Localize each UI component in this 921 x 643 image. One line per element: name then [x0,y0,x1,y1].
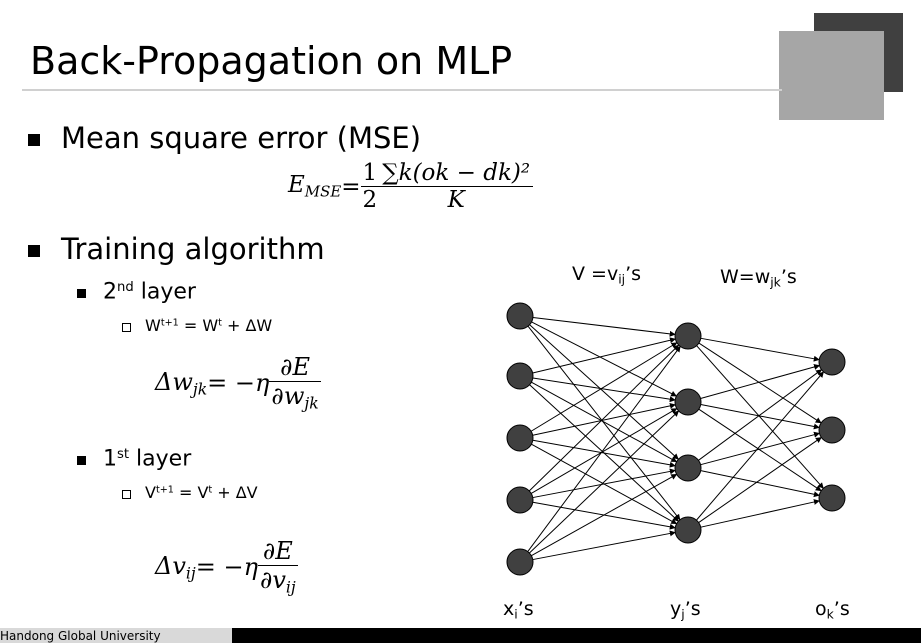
network-edge [532,468,676,499]
input-node [506,548,534,576]
bullet-hollow-square-icon [122,323,131,332]
formula-delta-v: Δvij = −η ∂E ∂vij [155,537,298,597]
hidden-node [674,454,702,482]
formula-mse-equals: = [341,173,361,200]
hidden-node [674,322,702,350]
formula-mse-numerator: ∑k(ok − dk)² [382,160,531,186]
network-edge [529,410,680,554]
network-edge [527,325,681,521]
bullet-square-icon [28,245,40,257]
label-weights-w: W=wjk’s [720,266,797,290]
mlp-network-diagram [506,302,846,576]
input-node [506,424,534,452]
label-hidden-y: yj’s [670,598,701,622]
network-edge [700,431,821,466]
input-node [506,362,534,390]
network-edge [531,473,678,557]
formula-mse: EMSE = 1 2 ∑k(ok − dk)² K [288,160,534,213]
network-edge [696,345,824,489]
update-rule-v: Vt+1 = Vt + ΔV [145,483,258,502]
network-edge [698,408,822,492]
label-output-o: ok’s [815,598,850,622]
network-edge [700,337,820,362]
formula-mse-half-num: 1 [362,160,378,186]
network-edge [532,317,676,337]
output-node [818,348,846,376]
network-edge [698,342,822,424]
bullet-mse: Mean square error (MSE) [61,121,422,155]
network-edge [530,408,678,494]
formula-mse-denominator: K [379,186,534,213]
network-edge [700,499,820,528]
network-edge [532,439,676,468]
footer-text: Handong Global University [0,629,161,643]
network-edge [698,437,822,523]
input-node [506,486,534,514]
bullet-square-icon [77,289,86,298]
output-node [818,416,846,444]
network-edge [700,364,821,400]
hidden-node [674,388,702,416]
corner-decoration-gray [779,31,884,120]
network-edge [528,344,680,492]
slide-title: Back-Propagation on MLP [30,39,513,83]
network-edge [529,324,679,460]
bullet-training: Training algorithm [61,232,325,266]
formula-mse-lhs: EMSE [288,172,342,201]
label-input-x: xi’s [503,598,534,622]
network-edge [532,530,676,561]
network-edge [700,403,820,430]
formula-delta-w: Δwjk = −η ∂E ∂wjk [155,353,321,413]
bullet-layer2: 2nd layer [103,279,196,305]
formula-mse-half-den: 2 [360,186,380,213]
bullet-layer1: 1st layer [103,446,192,472]
title-divider [22,89,782,91]
formula-mse-fraction: ∑k(ok − dk)² K [379,160,534,213]
network-edge [532,337,676,374]
network-edge [532,402,676,436]
formula-mse-half: 1 2 [360,160,380,213]
label-weights-v: V =vij’s [572,263,642,287]
output-node [818,484,846,512]
network-nodes [506,302,846,576]
input-node [506,302,534,330]
network-edge [527,345,681,552]
bullet-square-icon [28,134,40,146]
network-edge [531,381,678,463]
bullet-hollow-square-icon [122,490,131,499]
bullet-square-icon [77,456,86,465]
hidden-node [674,516,702,544]
network-edge [530,342,678,432]
network-edge [696,371,824,521]
network-edge [532,377,676,403]
footer-tab: Handong Global University [0,628,232,643]
network-edge [698,369,823,461]
update-rule-w: Wt+1 = Wt + ΔW [145,316,273,335]
network-edge [700,470,820,498]
network-edges [527,317,824,561]
